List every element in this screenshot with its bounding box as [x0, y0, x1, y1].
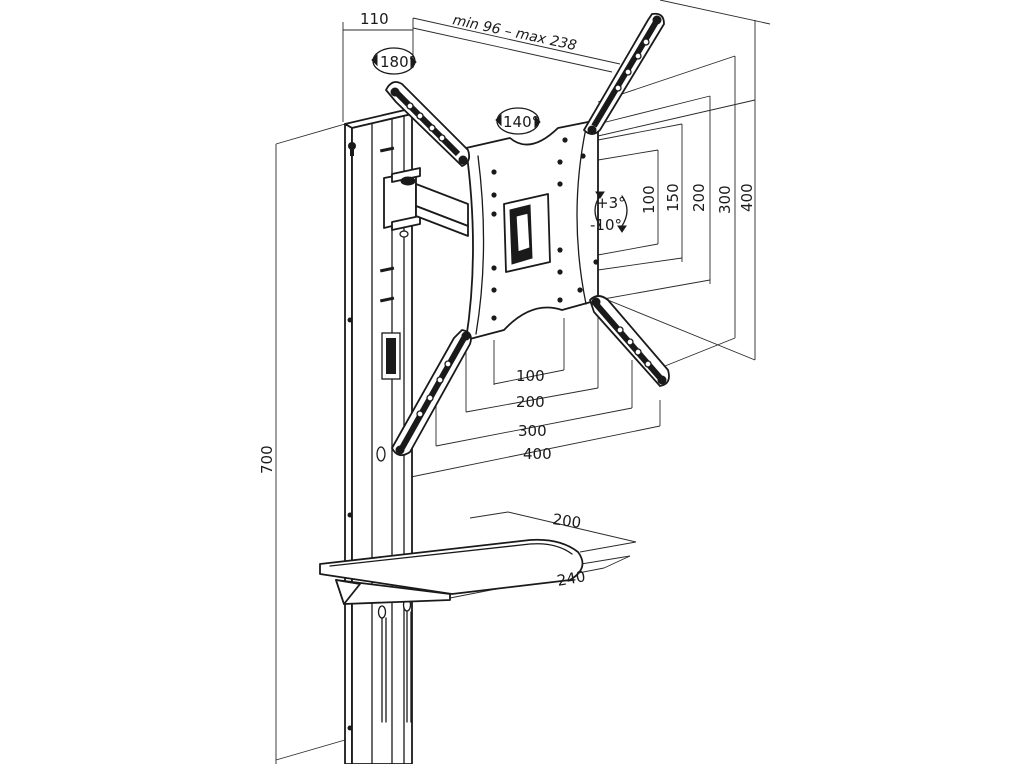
label-swivel-180: 180° [380, 53, 416, 71]
dimension-labels: 110 min 96 – max 238 180° 140° +3° -10° … [258, 10, 756, 590]
label-shelf-depth: 200 [551, 510, 582, 532]
shelf [319, 538, 584, 605]
label-arm-extension: min 96 – max 238 [451, 12, 578, 54]
label-vesa-v-150: 150 [664, 183, 682, 212]
mounting-plate [465, 119, 599, 341]
label-shelf-width: 240 [556, 567, 587, 590]
rotation-180-badge [371, 47, 417, 75]
label-tilt-down: -10° [590, 216, 622, 234]
label-vesa-v-300: 300 [716, 185, 734, 214]
dimension-lines [275, 0, 771, 764]
vesa-arm-bottom-right [589, 295, 670, 387]
label-vesa-h-100: 100 [516, 367, 545, 385]
tilt-arrows [594, 191, 628, 233]
label-swivel-140: 140° [503, 113, 539, 131]
label-vesa-h-200: 200 [516, 393, 545, 411]
label-vesa-h-400: 400 [523, 445, 552, 463]
label-tilt-up: +3° [596, 194, 626, 212]
plate-holes [491, 137, 599, 321]
label-vesa-v-200: 200 [690, 183, 708, 212]
swing-arm [383, 167, 469, 238]
label-rail-height: 700 [258, 445, 276, 474]
label-vesa-v-100: 100 [640, 185, 658, 214]
vesa-arm-top-right [583, 12, 665, 135]
label-vesa-v-400: 400 [738, 183, 756, 212]
vesa-arm-bottom-left [391, 329, 472, 457]
label-vesa-h-300: 300 [518, 422, 547, 440]
rotation-140-badge [495, 107, 541, 135]
label-arm-depth: 110 [360, 10, 389, 28]
vesa-arm-top-left [385, 81, 471, 167]
